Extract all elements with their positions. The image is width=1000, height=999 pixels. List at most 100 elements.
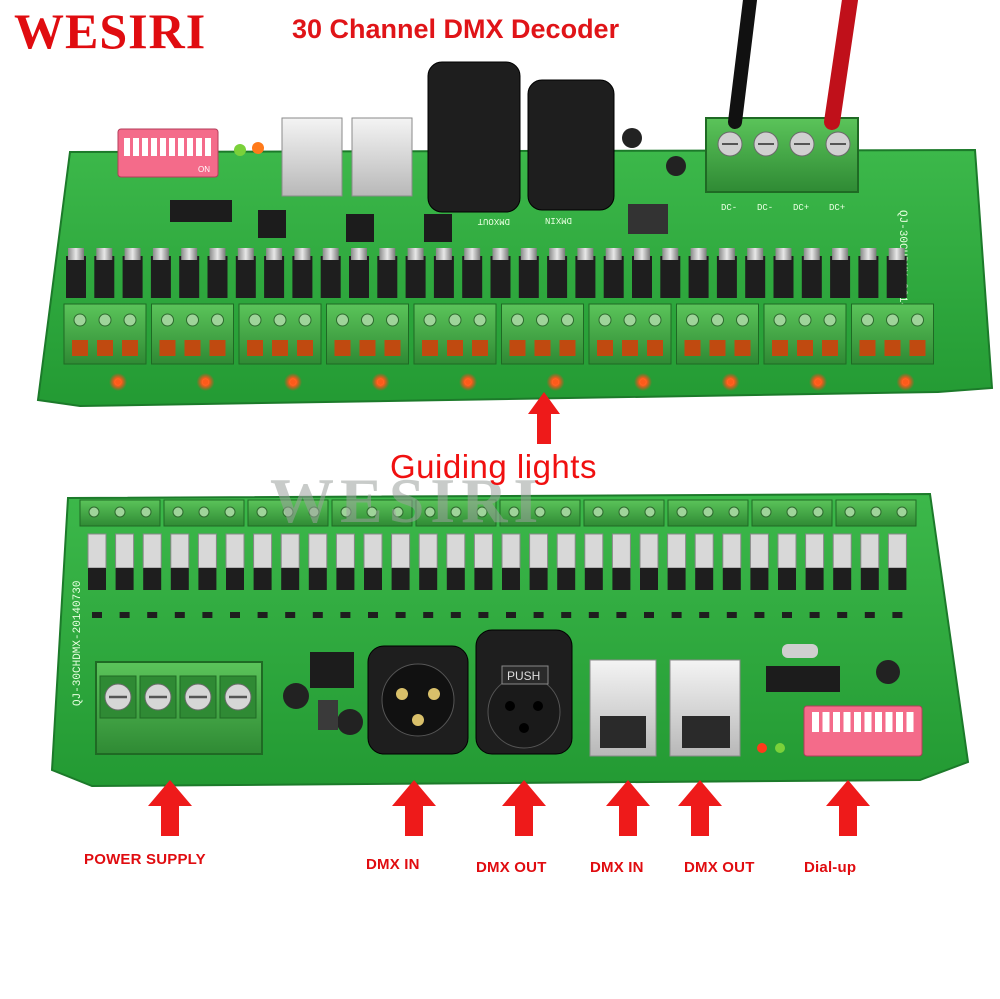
smd-resistor bbox=[257, 612, 268, 618]
terminal-screw bbox=[844, 506, 856, 518]
regulator-bottom bbox=[318, 700, 338, 730]
xlr-label-dmxin: DMXIN bbox=[545, 215, 572, 225]
ic-top-3 bbox=[346, 214, 374, 242]
smd-resistor bbox=[699, 612, 710, 618]
mosfet bbox=[207, 256, 228, 298]
terminal-screw bbox=[386, 313, 399, 327]
mosfet-tab bbox=[124, 248, 141, 260]
dip-key bbox=[196, 138, 202, 156]
mosfet bbox=[170, 568, 189, 590]
mosfet-tab bbox=[549, 248, 566, 260]
terminal-screw bbox=[736, 313, 749, 327]
terminal-opening bbox=[509, 340, 526, 356]
mosfet-tab bbox=[492, 248, 509, 260]
smd-resistor bbox=[892, 612, 903, 618]
mosfet-tab bbox=[68, 248, 84, 260]
mosfet-tab bbox=[805, 533, 825, 569]
terminal-screw bbox=[676, 506, 688, 518]
terminal-screw bbox=[534, 506, 546, 518]
terminal-screw bbox=[211, 313, 224, 327]
mosfet-tab bbox=[115, 533, 135, 569]
mosfet-tab bbox=[639, 533, 659, 569]
capacitor-top-1 bbox=[622, 128, 642, 148]
terminal-screw bbox=[123, 313, 137, 327]
mosfet-tab bbox=[556, 533, 576, 569]
dmx-out-label-xlr: DMX OUT bbox=[476, 859, 547, 876]
terminal-opening bbox=[647, 340, 663, 356]
mosfet bbox=[433, 256, 454, 298]
xlr-pin bbox=[428, 688, 440, 700]
mosfet-tab bbox=[722, 533, 742, 569]
terminal-screw bbox=[172, 506, 184, 518]
led-core bbox=[377, 379, 384, 385]
rj45-port bbox=[682, 716, 730, 748]
terminal-screw bbox=[224, 506, 236, 518]
terminal-screw bbox=[450, 506, 462, 518]
mosfet-tab bbox=[446, 533, 466, 569]
dip-switch-bottom bbox=[803, 705, 923, 757]
terminal-screw bbox=[198, 506, 210, 518]
led-core bbox=[552, 379, 559, 385]
mosfet-tab bbox=[435, 248, 452, 260]
terminal-screw bbox=[476, 506, 488, 518]
smd-resistor bbox=[119, 612, 130, 618]
mosfet bbox=[143, 568, 162, 590]
terminal-screw bbox=[140, 506, 152, 518]
mosfet-tab bbox=[464, 248, 481, 260]
terminal-screw bbox=[273, 313, 287, 327]
terminal-screw bbox=[88, 506, 100, 518]
terminal-opening bbox=[859, 340, 876, 356]
mosfet bbox=[860, 568, 879, 590]
mosfet bbox=[377, 256, 398, 298]
mosfet bbox=[281, 568, 300, 590]
mosfet bbox=[88, 568, 106, 590]
mosfet bbox=[308, 568, 327, 590]
mosfet bbox=[264, 256, 285, 298]
xlr-pin bbox=[412, 714, 424, 726]
terminal-opening bbox=[734, 340, 751, 356]
led-core bbox=[202, 379, 209, 385]
mosfet bbox=[805, 568, 824, 590]
smd-resistor bbox=[92, 612, 102, 618]
mosfet bbox=[858, 256, 879, 298]
mosfet-tab bbox=[694, 533, 714, 569]
terminal-opening bbox=[797, 340, 813, 356]
smd-resistor bbox=[285, 612, 296, 618]
terminal-screw bbox=[686, 313, 699, 327]
mosfet-tab bbox=[803, 248, 820, 260]
terminal-screw bbox=[861, 313, 874, 327]
mosfet bbox=[94, 256, 115, 298]
mosfet-tab bbox=[747, 248, 764, 260]
top-board: ON DMXOUT DMXIN DC-DC-DC+DC+ QJ-30CHDMX-… bbox=[36, 0, 994, 408]
terminal-screw bbox=[886, 313, 899, 327]
mosfet-tab bbox=[237, 248, 254, 260]
mosfet-tab bbox=[351, 248, 367, 260]
mosfet bbox=[226, 568, 244, 590]
terminal-screw bbox=[424, 506, 436, 518]
mosfet bbox=[490, 256, 511, 298]
smd-resistor bbox=[782, 612, 792, 618]
terminal-screw bbox=[728, 506, 740, 518]
mosfet-tab bbox=[860, 533, 880, 569]
terminal-screw bbox=[282, 506, 294, 518]
dip-key bbox=[142, 138, 148, 156]
ic-bottom-2 bbox=[766, 666, 840, 692]
mosfet bbox=[462, 256, 483, 298]
terminal-screw bbox=[812, 506, 824, 518]
mosfet-tab bbox=[391, 533, 411, 569]
dip-key bbox=[864, 712, 872, 732]
terminal-screw bbox=[423, 313, 437, 327]
terminal-screw bbox=[473, 313, 487, 327]
terminal-opening bbox=[684, 340, 701, 356]
smd-resistor bbox=[533, 612, 544, 618]
terminal-screw bbox=[361, 313, 374, 327]
dmx-in-label-rj45: DMX IN bbox=[590, 859, 644, 876]
smd-resistor bbox=[864, 612, 875, 618]
led-core bbox=[815, 379, 821, 385]
mosfet bbox=[179, 256, 200, 298]
mosfet-tab bbox=[611, 533, 631, 569]
terminal-screw bbox=[896, 506, 908, 518]
dip-key bbox=[843, 712, 851, 732]
mosfet-tab bbox=[577, 248, 594, 260]
mosfet-tab bbox=[520, 248, 537, 260]
